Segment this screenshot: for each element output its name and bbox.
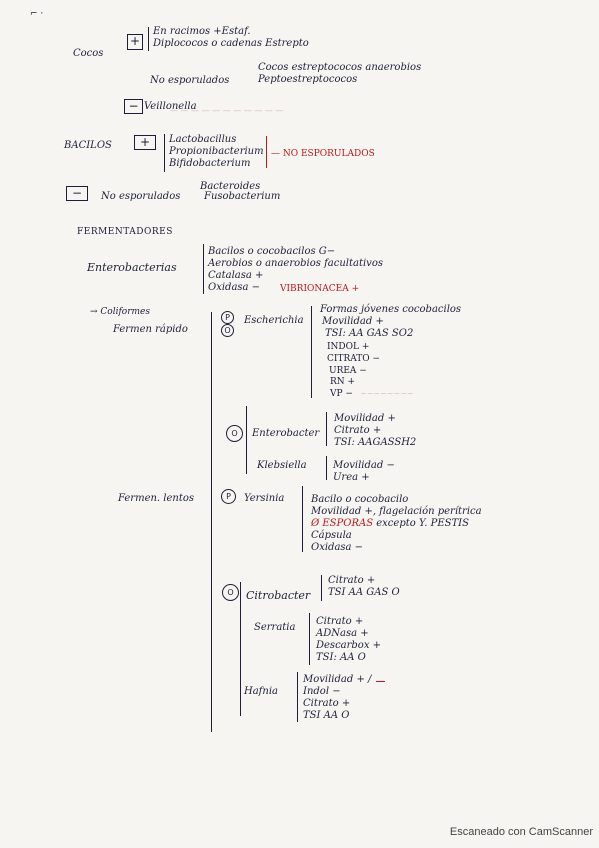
red-dash [376,681,385,682]
hafnia-prop-4: TSI AA O [303,710,350,721]
corner-mark: ⌐ · [30,9,44,19]
brace-line [240,582,241,716]
no-esp-label: No esporulados [150,75,230,86]
serr-prop-2: ADNasa + [316,628,369,639]
entero-prop-1: Bacilos o cocobacilos G− [208,246,336,257]
serr-prop-3: Descarbox + [316,640,382,651]
red-brace [266,136,267,168]
enterob-prop-3: TSI: AAGASSH2 [334,437,417,448]
enterob-prop-2: Citrato + [334,425,382,436]
brace-line [326,412,327,446]
citrob-prop-1: Citrato + [328,575,376,586]
bacilos-item-2: Propionibacterium [169,146,264,157]
fermen-lentos-label: Fermen. lentos [118,493,195,504]
brace-line [164,134,165,172]
coliformes-label: → Coliformes [90,307,150,317]
minus-box: − [124,99,143,114]
serr-prop-1: Citrato + [316,616,364,627]
escherichia-name: Escherichia [244,315,304,326]
no-esp-label: No esporulados [101,191,181,202]
serratia-name: Serratia [254,622,296,633]
yers-prop-4: Oxidasa − [311,542,364,553]
hafnia-name: Hafnia [244,686,278,697]
o-circle-mark: O [222,584,239,601]
no-esporulados-note: — NO ESPORULADOS [271,149,375,159]
brace-line [309,613,310,665]
enterobacterias-label: Enterobacterias [87,261,177,274]
brace-line [297,672,298,722]
yersinia-name: Yersinia [244,493,285,504]
brace-line [321,575,322,601]
yers-prop-1: Bacilo o cocobacilo [311,494,409,505]
fermentadores-title: FERMENTADORES [77,227,173,237]
hafnia-prop-1: Movilidad + / [303,674,372,685]
bacteroides: Bacteroides [200,181,261,192]
klebs-prop-1: Movilidad − [333,460,395,471]
enterob-prop-1: Movilidad + [334,413,396,424]
esch-prop-6: UREA − [329,366,367,376]
p-circle-mark: P [221,489,236,504]
enterobacter-name: Enterobacter [252,428,320,439]
brace-line [148,27,149,51]
o-circle-mark: O [226,425,243,442]
cocos-line2: Diplococos o cadenas Estrepto [153,38,309,49]
vibrionacea: VIBRIONACEA + [280,284,360,294]
faded-bleed: — — — — — — — — — — — [170,106,284,115]
citrob-prop-2: TSI AA GAS O [328,587,400,598]
klebsiella-name: Klebsiella [257,460,307,471]
o-circle-mark: O [221,324,234,337]
bacilos-item-1: Lactobacillus [169,134,237,145]
fusobacterium: Fusobacterium [204,191,281,202]
oxidasa: Oxidasa − [208,282,261,293]
no-esp-line1: Cocos estreptococos anaerobios [258,62,422,73]
esch-prop-7: RN + [330,377,356,387]
yers-prop-3: Cápsula [311,530,352,541]
esch-prop-4: INDOL + [327,342,370,352]
brace-line [311,306,312,398]
main-vertical-line [211,312,212,732]
veillonella: Veillonella [144,101,197,112]
brace-line [302,486,303,552]
plus-box: + [134,135,156,150]
plus-box: + [127,34,143,50]
klebs-prop-2: Urea + [333,472,370,483]
brace-line [203,244,204,294]
cocos-line1: En racimos +Estaf. [153,26,251,37]
hafnia-prop-3: Citrato + [303,698,351,709]
esch-prop-1: Formas jóvenes cocobacilos [320,304,462,315]
hafnia-prop-2: Indol − [303,686,341,697]
brace-line [326,456,327,480]
esch-prop-2: Movilidad + [322,316,384,327]
minus-box: − [66,186,88,201]
entero-prop-3: Catalasa + [208,270,264,281]
citrobacter-name: Citrobacter [246,589,311,602]
scanner-watermark: Escaneado con CamScanner [449,826,593,838]
bacilos-item-3: Bifidobacterium [169,158,251,169]
p-circle-mark: P [221,311,234,324]
fermen-rapido-label: Fermen rápido [113,324,188,335]
esch-prop-3: TSI: AA GAS SO2 [325,328,414,339]
esch-prop-5: CITRATO − [327,354,381,364]
entero-prop-2: Aerobios o anaerobios facultativos [208,258,383,269]
faded-bleed: ~~~~~~~~ [360,389,414,398]
no-esp-line2: Peptoestreptococos [258,74,358,85]
brace-line [246,406,247,474]
yers-prop-2: Movilidad +, flagelación perítrica [311,506,482,517]
cocos-label: Cocos [73,48,104,59]
serr-prop-4: TSI: AA O [316,652,366,663]
yers-esporas: Ø ESPORAS excepto Y. PESTIS [311,518,469,529]
bacilos-label: BACILOS [64,140,112,151]
esch-prop-8: VP − [330,389,353,399]
